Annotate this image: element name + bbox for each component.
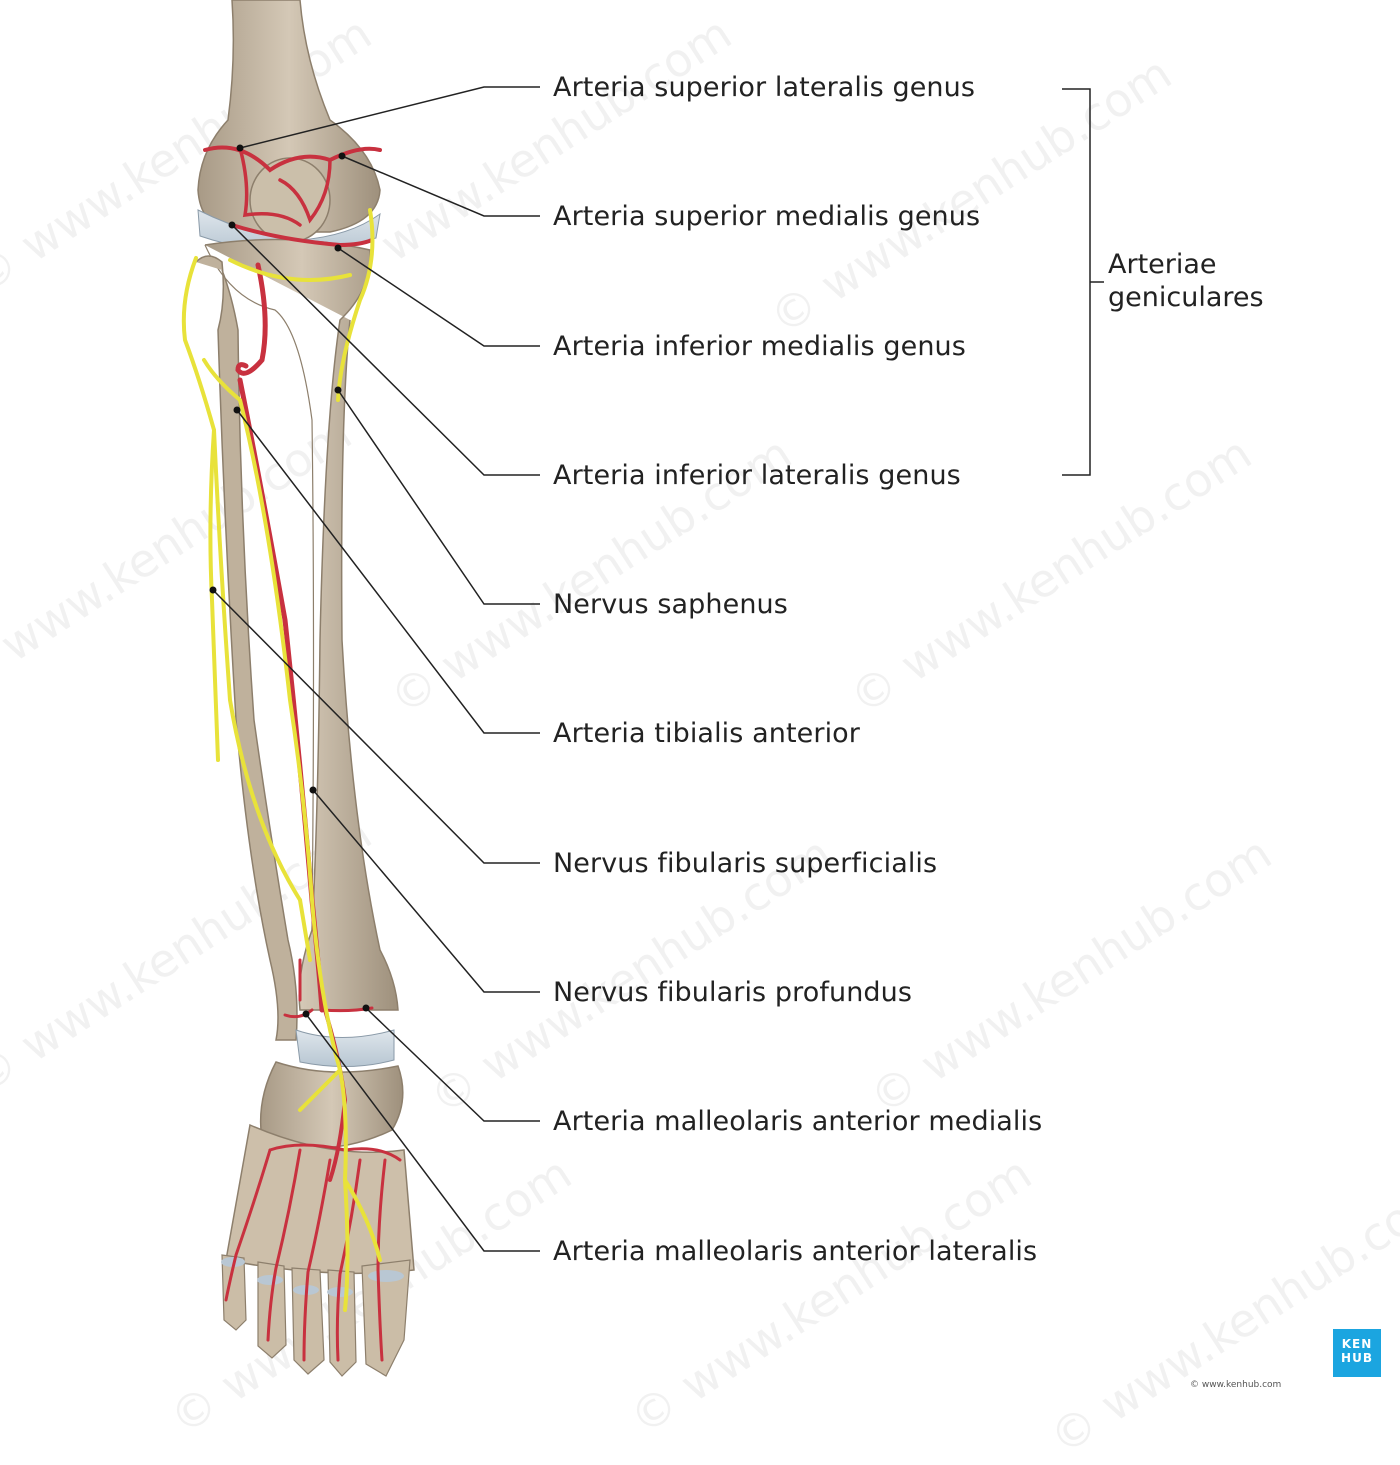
leg-illustration xyxy=(181,0,1104,1377)
leader-dots xyxy=(209,144,370,1018)
patella xyxy=(249,157,331,243)
group-bracket xyxy=(1062,88,1104,476)
logo-line2: HUB xyxy=(1341,1351,1373,1365)
label-arteria-malleolaris-anterior-lateralis: Arteria malleolaris anterior lateralis xyxy=(553,1236,1038,1267)
label-arteria-superior-medialis-genus: Arteria superior medialis genus xyxy=(553,201,981,232)
label-arteria-inferior-medialis-genus: Arteria inferior medialis genus xyxy=(553,331,966,362)
label-nervus-fibularis-superficialis: Nervus fibularis superficialis xyxy=(553,848,938,879)
femur xyxy=(197,0,381,233)
tarsals xyxy=(259,1061,404,1149)
kenhub-logo: KEN HUB xyxy=(1333,1329,1381,1377)
logo-line1: KEN xyxy=(1341,1337,1373,1351)
label-arteria-malleolaris-anterior-medialis: Arteria malleolaris anterior medialis xyxy=(553,1106,1043,1137)
leader-lines xyxy=(212,86,540,1252)
group-label-line1: Arteriae xyxy=(1108,249,1217,280)
group-label-line2: geniculares xyxy=(1108,282,1264,313)
ankle-joint xyxy=(295,1029,395,1067)
label-nervus-saphenus: Nervus saphenus xyxy=(553,589,788,620)
toes xyxy=(221,1254,411,1377)
nerves xyxy=(181,208,382,1312)
label-arteria-inferior-lateralis-genus: Arteria inferior lateralis genus xyxy=(553,460,961,491)
copyright-text: © www.kenhub.com xyxy=(1190,1380,1282,1390)
label-nervus-fibularis-profundus: Nervus fibularis profundus xyxy=(553,977,913,1008)
group-label-arteriae-geniculares: Arteriae geniculares xyxy=(1108,248,1264,314)
label-arteria-tibialis-anterior: Arteria tibialis anterior xyxy=(553,718,861,749)
label-arteria-superior-lateralis-genus: Arteria superior lateralis genus xyxy=(553,72,976,103)
